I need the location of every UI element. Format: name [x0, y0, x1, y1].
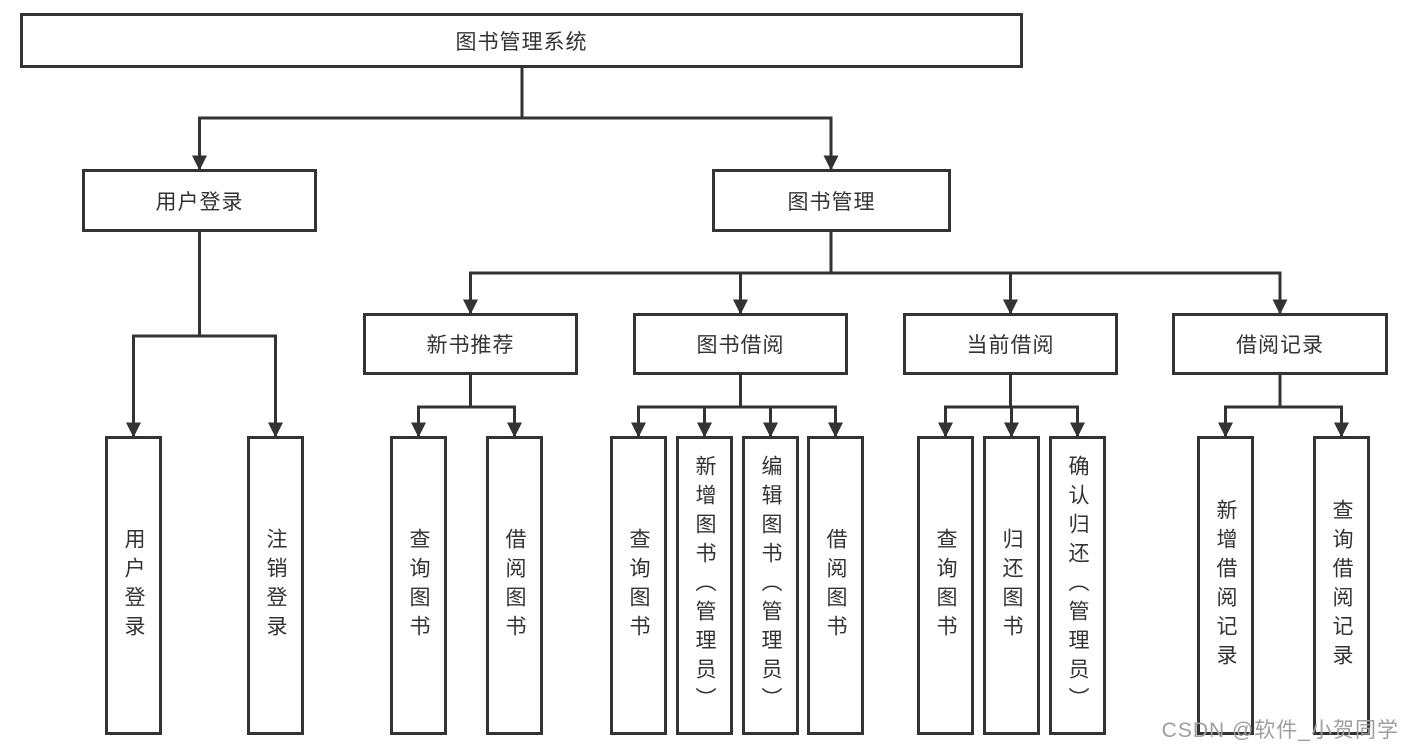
leaf-label: 借阅图书 — [503, 527, 526, 644]
leaf-label: 查询图书 — [407, 527, 430, 644]
leaf-add-borrow-record: 新增借阅记录 — [1197, 436, 1254, 735]
leaf-label: 归还图书 — [1000, 527, 1023, 644]
node-library-management-system: 图书管理系统 — [20, 13, 1023, 68]
leaf-label: 查询图书 — [934, 527, 957, 644]
leaf-label: 注销登录 — [264, 527, 287, 644]
leaf-label: 确认归还（管理员） — [1066, 455, 1089, 716]
node-label: 图书管理系统 — [455, 30, 588, 54]
node-book-management: 图书管理 — [712, 169, 951, 232]
node-user-login: 用户登录 — [82, 169, 317, 232]
node-label: 图书借阅 — [696, 334, 785, 357]
leaf-borrow-book-recommend: 借阅图书 — [486, 436, 543, 735]
leaf-return-book: 归还图书 — [983, 436, 1040, 735]
node-book-borrow: 图书借阅 — [633, 313, 848, 375]
leaf-edit-book-admin: 编辑图书（管理员） — [742, 436, 799, 735]
leaf-add-book-admin: 新增图书（管理员） — [676, 436, 733, 735]
node-label: 图书管理 — [787, 190, 876, 214]
leaf-label: 编辑图书（管理员） — [759, 455, 782, 716]
leaf-borrow-book: 借阅图书 — [807, 436, 864, 735]
leaf-query-book-recommend: 查询图书 — [390, 436, 447, 735]
leaf-label: 新增借阅记录 — [1214, 498, 1237, 673]
leaf-query-book-current: 查询图书 — [917, 436, 974, 735]
node-new-book-recommend: 新书推荐 — [363, 313, 578, 375]
node-label: 新书推荐 — [426, 334, 515, 357]
leaf-label: 新增图书（管理员） — [693, 455, 716, 716]
leaf-label: 查询图书 — [627, 527, 650, 644]
leaf-label: 用户登录 — [122, 527, 145, 644]
leaf-label: 查询借阅记录 — [1330, 498, 1353, 673]
node-label: 用户登录 — [155, 190, 244, 214]
csdn-watermark: CSDN @软件_小贺同学 — [1161, 719, 1399, 742]
node-label: 当前借阅 — [966, 334, 1055, 357]
node-current-borrow: 当前借阅 — [903, 313, 1118, 375]
node-label: 借阅记录 — [1236, 334, 1324, 357]
leaf-label: 借阅图书 — [824, 527, 847, 644]
leaf-logout: 注销登录 — [247, 436, 304, 735]
node-borrow-record: 借阅记录 — [1172, 313, 1388, 375]
leaf-user-login: 用户登录 — [105, 436, 162, 735]
leaf-confirm-return-admin: 确认归还（管理员） — [1049, 436, 1106, 735]
leaf-query-borrow-record: 查询借阅记录 — [1313, 436, 1370, 735]
leaf-query-book: 查询图书 — [610, 436, 667, 735]
